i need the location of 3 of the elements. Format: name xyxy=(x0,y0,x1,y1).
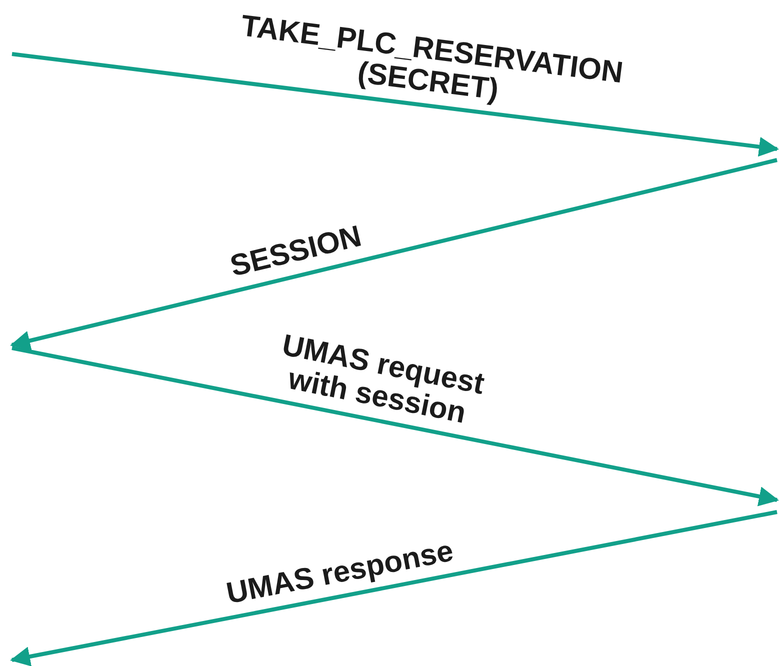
message-label: UMAS response xyxy=(222,534,457,612)
message-label: SESSION xyxy=(226,218,366,286)
message-label: UMAS request with session xyxy=(278,328,488,432)
